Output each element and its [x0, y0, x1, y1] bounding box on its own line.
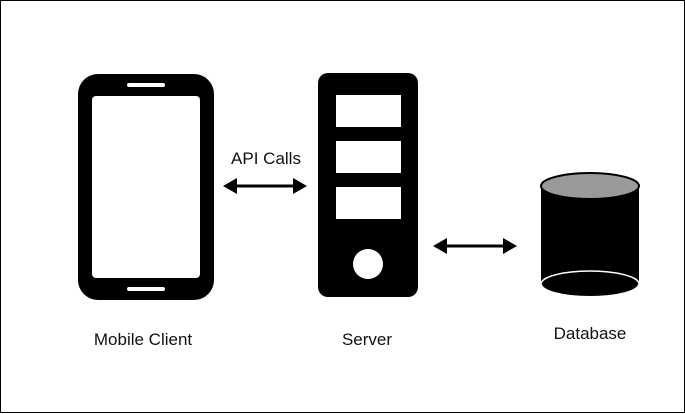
drive-bay-2: [336, 141, 401, 173]
drive-bay-1: [336, 95, 401, 127]
mobile-phone-icon: [78, 74, 214, 300]
api-calls-arrow: [223, 178, 307, 194]
server-database-arrow: [433, 238, 517, 254]
power-button: [353, 249, 383, 279]
mobile-client-label: Mobile Client: [93, 330, 193, 349]
database-label: Database: [553, 324, 627, 343]
home-bar: [127, 287, 165, 291]
database-top: [540, 172, 640, 200]
api-calls-label: API Calls: [231, 149, 301, 168]
drive-bay-3: [336, 187, 401, 219]
server-label: Server: [341, 330, 393, 349]
server-tower-icon: [318, 73, 418, 297]
speaker-slot: [127, 83, 165, 87]
database-cylinder-icon: [540, 172, 640, 298]
